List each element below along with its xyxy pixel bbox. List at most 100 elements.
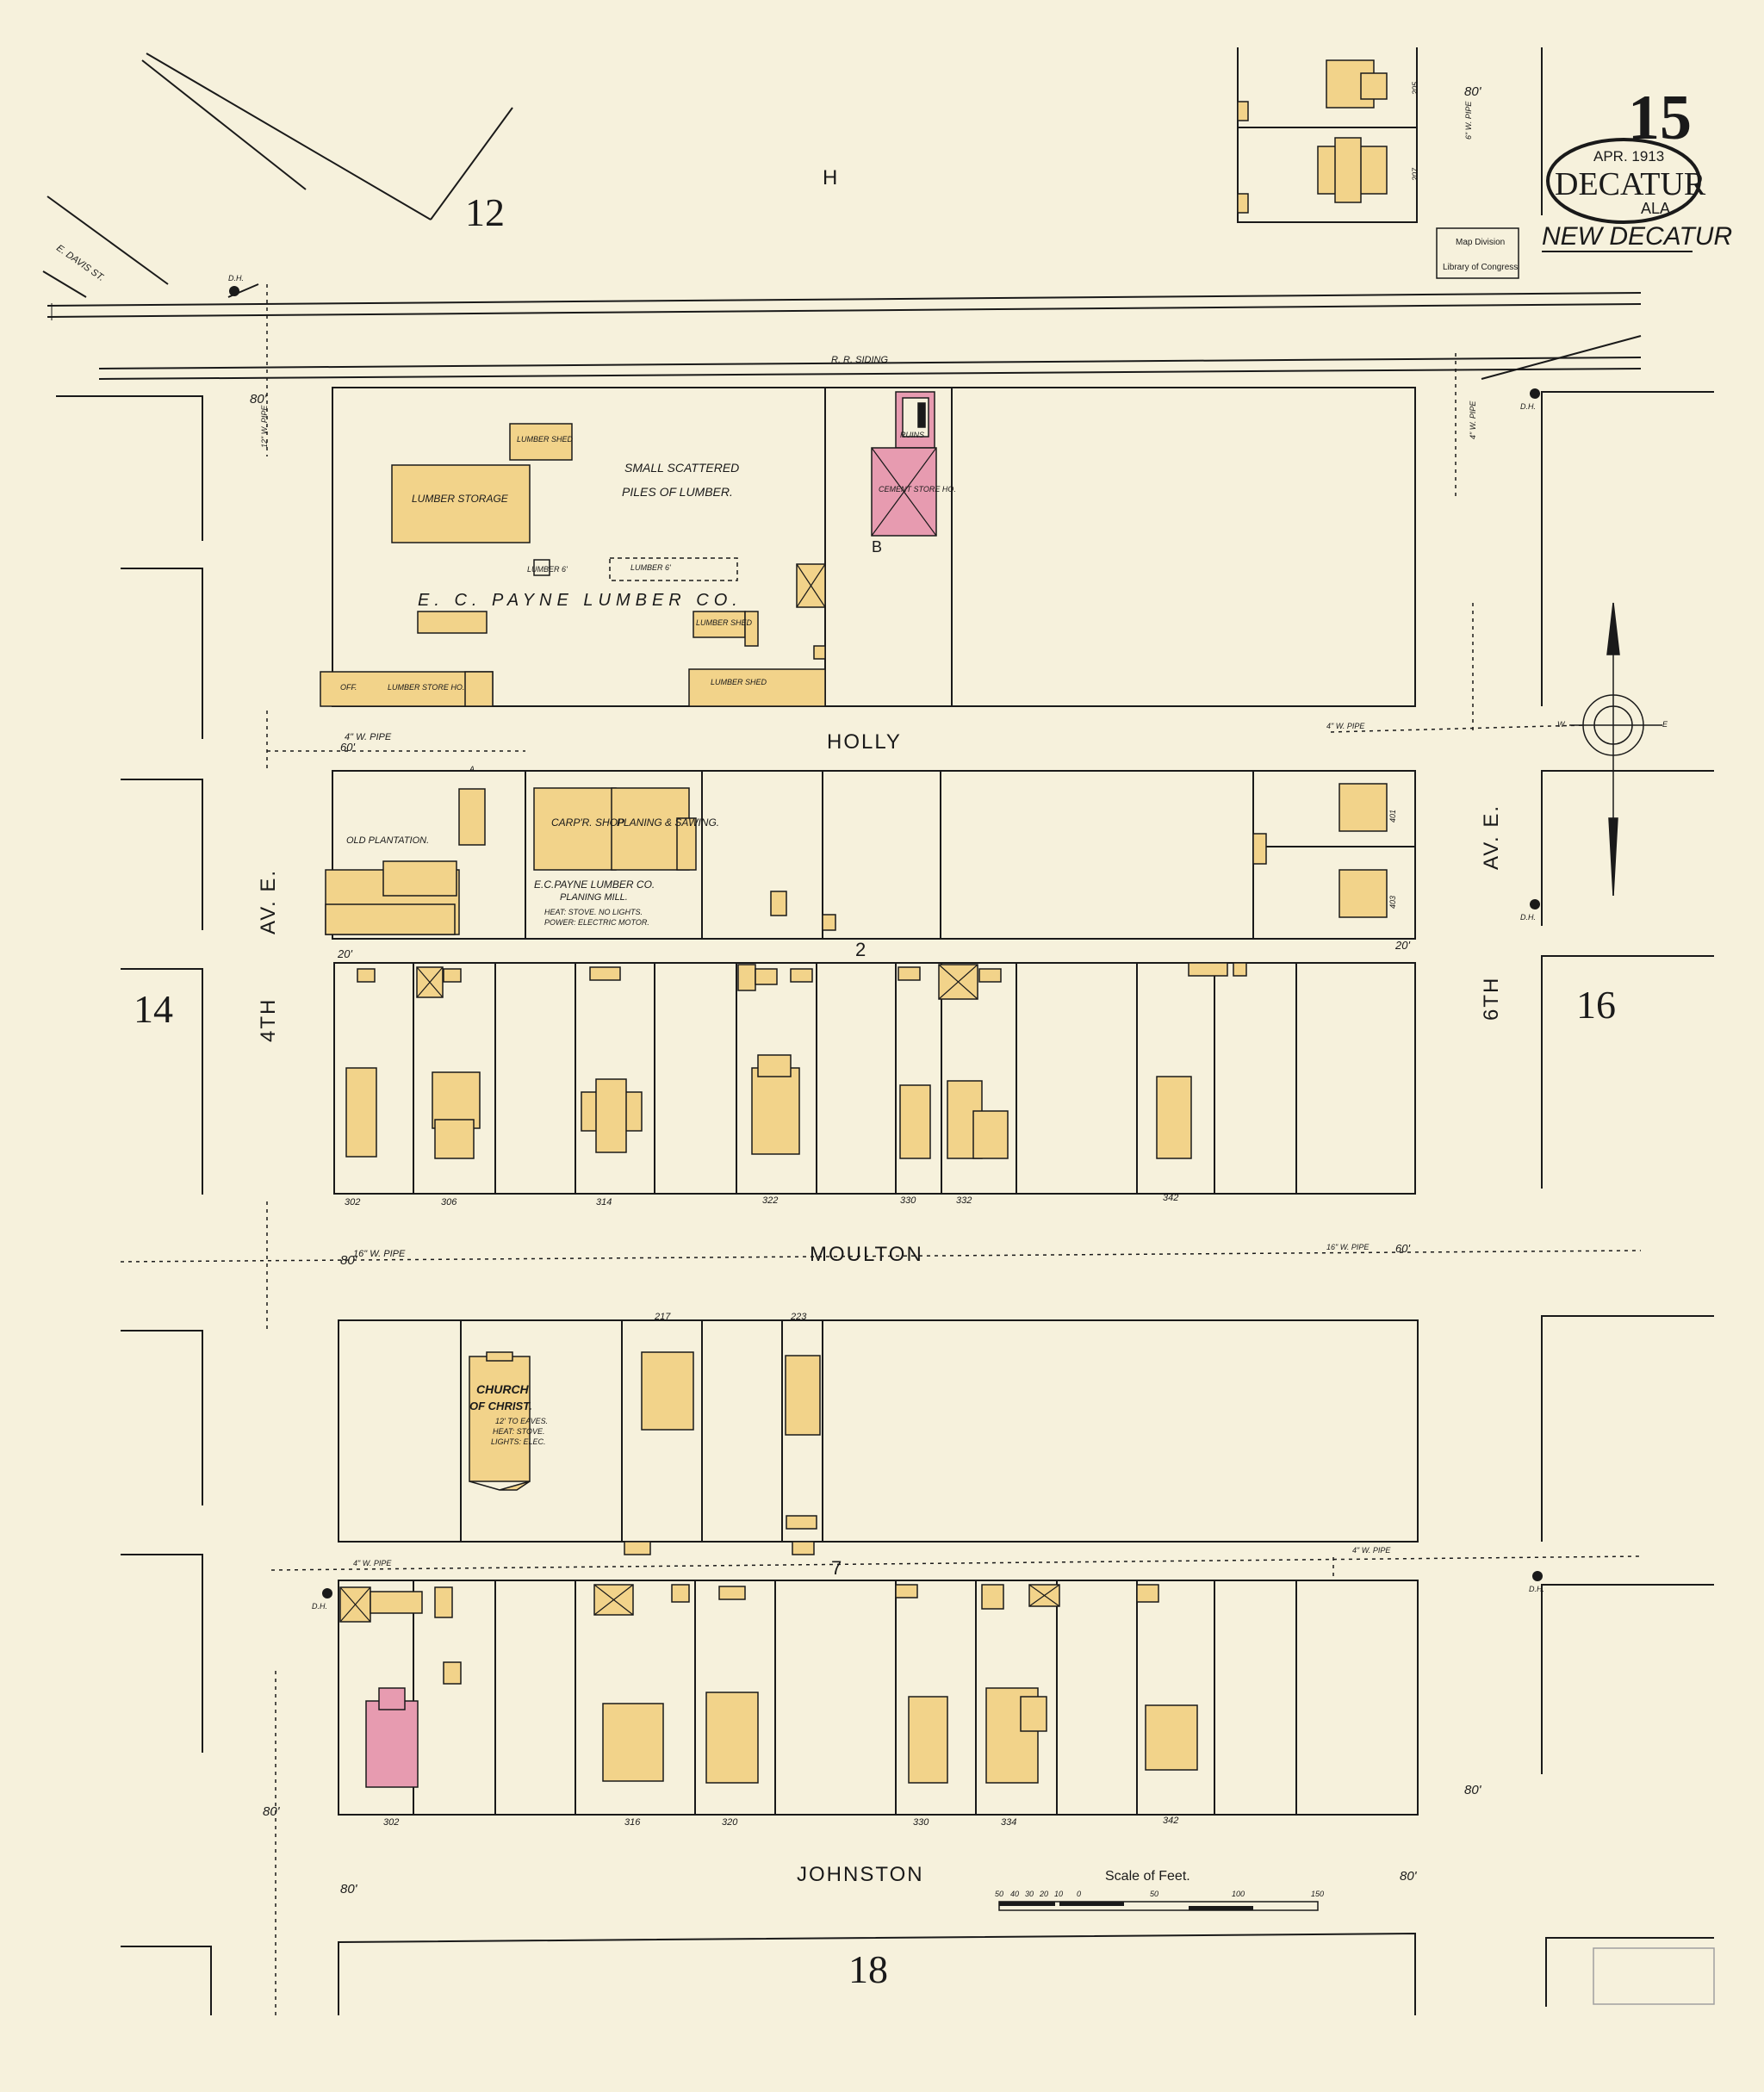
scale-title: Scale of Feet.	[1105, 1869, 1190, 1884]
street-moulton: MOULTON	[810, 1243, 923, 1266]
piles-label: PILES OF LUMBER.	[622, 485, 733, 499]
planing-sawing-label: PLANING & SAWING.	[617, 816, 720, 829]
sheet-number: 15	[1628, 83, 1692, 153]
sheet-date: APR. 1913	[1593, 148, 1665, 165]
scale-tick-0: 0	[1077, 1890, 1082, 1898]
dh-label-2: D.H.	[1520, 402, 1536, 411]
width-20-1: 20'	[338, 947, 352, 960]
address-320-b: 320	[722, 1817, 738, 1828]
small-scattered-label: SMALL SCATTERED	[624, 461, 740, 475]
street-6th-ave-e: AV. E.	[1480, 804, 1503, 870]
street-6th: 6TH	[1480, 976, 1503, 1021]
rr-siding: R. R. SIDING	[831, 355, 889, 365]
block-14: 14	[134, 987, 173, 1031]
address-302-a: 302	[345, 1197, 361, 1207]
lumber-6-label: LUMBER 6'	[527, 565, 568, 574]
b-mark: B	[872, 538, 883, 556]
street-h: H	[823, 166, 840, 189]
address-217: 217	[655, 1312, 671, 1322]
address-330-a: 330	[900, 1195, 916, 1206]
width-80-6: 80'	[340, 1882, 357, 1896]
loc-stamp-line2: Library of Congress	[1443, 263, 1519, 272]
width-80-5: 80'	[1464, 1783, 1481, 1797]
planing-mill-label-4: POWER: ELECTRIC MOTOR.	[544, 918, 649, 927]
compass-w: W	[1557, 720, 1565, 729]
address-403: 403	[1388, 895, 1397, 909]
address-330-b: 330	[913, 1817, 929, 1828]
planing-mill-label-3: HEAT: STOVE. NO LIGHTS.	[544, 908, 643, 916]
address-342-a: 342	[1163, 1193, 1179, 1203]
cement-store-label: CEMENT STORE HO.	[879, 485, 956, 494]
dh-label-1: D.H.	[228, 274, 244, 282]
church-label-4: HEAT: STOVE.	[493, 1427, 545, 1436]
address-306-a: 306	[441, 1197, 457, 1207]
sheet-subtitle: NEW DECATUR	[1542, 222, 1733, 251]
block-2: 2	[855, 939, 866, 960]
pipe-label-3: 16" W. PIPE	[353, 1249, 406, 1259]
compass-e: E	[1662, 720, 1668, 729]
scale-tick-20: 20	[1040, 1890, 1049, 1898]
planing-mill-label-1: E.C.PAYNE LUMBER CO.	[534, 878, 655, 891]
width-80-7: 80'	[1400, 1869, 1417, 1884]
street-4th-ave-e: AV. E.	[257, 868, 280, 934]
block-12: 12	[465, 190, 505, 234]
address-207: 207	[1411, 167, 1419, 181]
pipe-label-9: 4" W. PIPE	[1469, 400, 1477, 439]
pipe-label-5: 4" W. PIPE	[353, 1559, 392, 1567]
address-205: 205	[1411, 81, 1419, 95]
street-holly: HOLLY	[827, 730, 902, 754]
address-401: 401	[1388, 809, 1397, 823]
scale-tick-50a: 50	[995, 1890, 1004, 1898]
dh-label-4: D.H.	[312, 1602, 327, 1611]
lumber-shed-label-2: LUMBER SHED	[696, 618, 753, 627]
church-label-2: OF CHRIST.	[469, 1400, 532, 1412]
width-80-2: 80'	[1464, 84, 1481, 99]
block-16: 16	[1576, 983, 1616, 1027]
carpr-shop-label: CARP'R. SHOP	[551, 816, 624, 829]
address-332-a: 332	[956, 1195, 972, 1206]
address-334-b: 334	[1001, 1817, 1017, 1828]
lumber-shed-label-3: LUMBER SHED	[711, 678, 767, 686]
scale-tick-30: 30	[1025, 1890, 1034, 1898]
width-80-1: 80'	[250, 392, 267, 407]
scale-tick-150: 150	[1311, 1890, 1325, 1898]
pipe-label-4: 16" W. PIPE	[1326, 1243, 1370, 1251]
ruins-label: RUINS	[900, 431, 925, 439]
sheet-state: ALA.	[1641, 200, 1675, 217]
pipe-label-6: 4" W. PIPE	[1352, 1546, 1391, 1555]
address-322-a: 322	[762, 1195, 779, 1206]
loc-stamp-line1: Map Division	[1456, 238, 1506, 247]
address-342-b: 342	[1163, 1816, 1179, 1826]
scale-tick-40: 40	[1010, 1890, 1020, 1898]
street-johnston: JOHNSTON	[797, 1863, 924, 1886]
address-316-b: 316	[624, 1817, 641, 1828]
lumber-store-label: LUMBER STORE HO.	[388, 683, 465, 692]
dh-label-5: D.H.	[1529, 1585, 1544, 1593]
lumber-6b-label: LUMBER 6'	[630, 563, 671, 572]
address-223: 223	[791, 1312, 807, 1322]
office-label: OFF.	[340, 683, 357, 692]
pipe-label-2: 4" W. PIPE	[1326, 722, 1365, 730]
address-302-b: 302	[383, 1817, 400, 1828]
lumber-storage-label: LUMBER STORAGE	[412, 493, 508, 505]
width-80-3: 80'	[340, 1253, 357, 1268]
pipe-label-1: 4" W. PIPE	[345, 732, 392, 742]
church-label-5: LIGHTS: ELEC.	[491, 1437, 546, 1446]
scale-tick-10: 10	[1054, 1890, 1064, 1898]
width-60-1: 60'	[340, 741, 355, 754]
sheet-city: DECATUR	[1555, 166, 1706, 202]
old-plantation-label: OLD PLANTATION.	[346, 835, 430, 846]
scale-tick-100: 100	[1232, 1890, 1245, 1898]
scale-tick-50b: 50	[1150, 1890, 1159, 1898]
pipe-label-8: 6" W. PIPE	[1464, 101, 1473, 140]
width-80-4: 80'	[263, 1804, 280, 1819]
block-18: 18	[848, 1947, 888, 1991]
lumber-shed-label-1: LUMBER SHED	[517, 435, 574, 444]
church-label-3: 12' TO EAVES.	[495, 1417, 549, 1425]
dh-label-3: D.H.	[1520, 913, 1536, 922]
address-314-a: 314	[596, 1197, 612, 1207]
street-4th: 4TH	[257, 997, 280, 1042]
church-label-1: CHURCH	[476, 1382, 529, 1396]
payne-co-label: E. C. PAYNE LUMBER CO.	[418, 591, 742, 610]
